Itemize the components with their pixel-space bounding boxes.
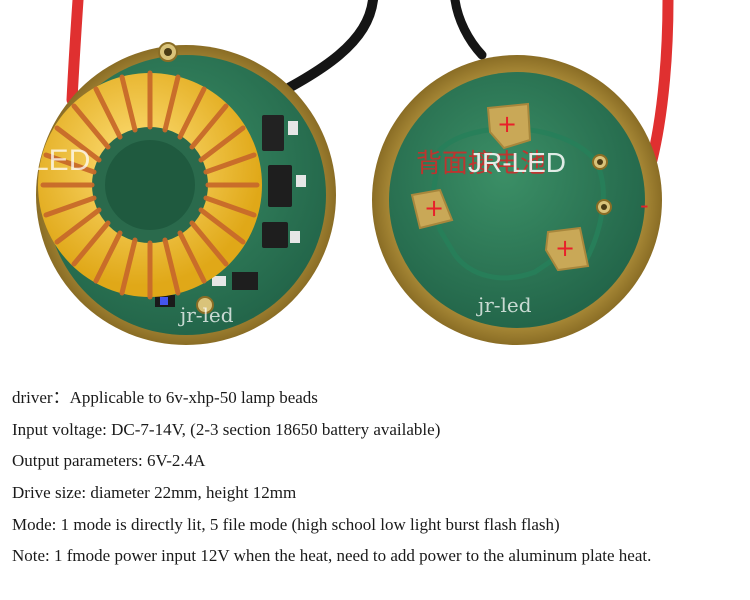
left-driver-board: LED jr-led — [32, 42, 336, 345]
led-pads: + + + — [410, 102, 590, 272]
spec-driver: driver：Applicable to 6v-xhp-50 lamp bead… — [12, 388, 318, 407]
edge-minus: - — [640, 191, 649, 219]
left-watermark-bottom: jr-led — [178, 303, 234, 327]
left-watermark-partial: LED — [32, 144, 90, 177]
spec-output-parameters: Output parameters: 6V-2.4A — [12, 451, 206, 471]
right-watermark-chinese: 背面接电池 — [416, 149, 546, 179]
right-watermark-brand: JR-LED — [468, 147, 566, 178]
toroid-inductor — [38, 70, 262, 300]
pad-plus-3: + — [555, 234, 575, 262]
right-watermark-bottom: jr-led — [476, 293, 532, 317]
spec-note: Note: 1 fmode power input 12V when the h… — [12, 546, 652, 566]
spec-mode: Mode: 1 mode is directly lit, 5 file mod… — [12, 514, 560, 534]
product-photo: LED jr-led + + + - 背面接电池 JR-LED jr-led — [32, 0, 674, 345]
right-driver-board: + + + - 背面接电池 JR-LED jr-led — [372, 55, 662, 345]
pad-plus-1: + — [497, 110, 517, 138]
spec-input-voltage: Input voltage: DC-7-14V, (2-3 section 18… — [12, 419, 441, 439]
spec-list: driver：Applicable to 6v-xhp-50 lamp bead… — [12, 386, 747, 576]
pad-plus-2: + — [424, 194, 444, 222]
spec-drive-size: Drive size: diameter 22mm, height 12mm — [12, 483, 297, 503]
